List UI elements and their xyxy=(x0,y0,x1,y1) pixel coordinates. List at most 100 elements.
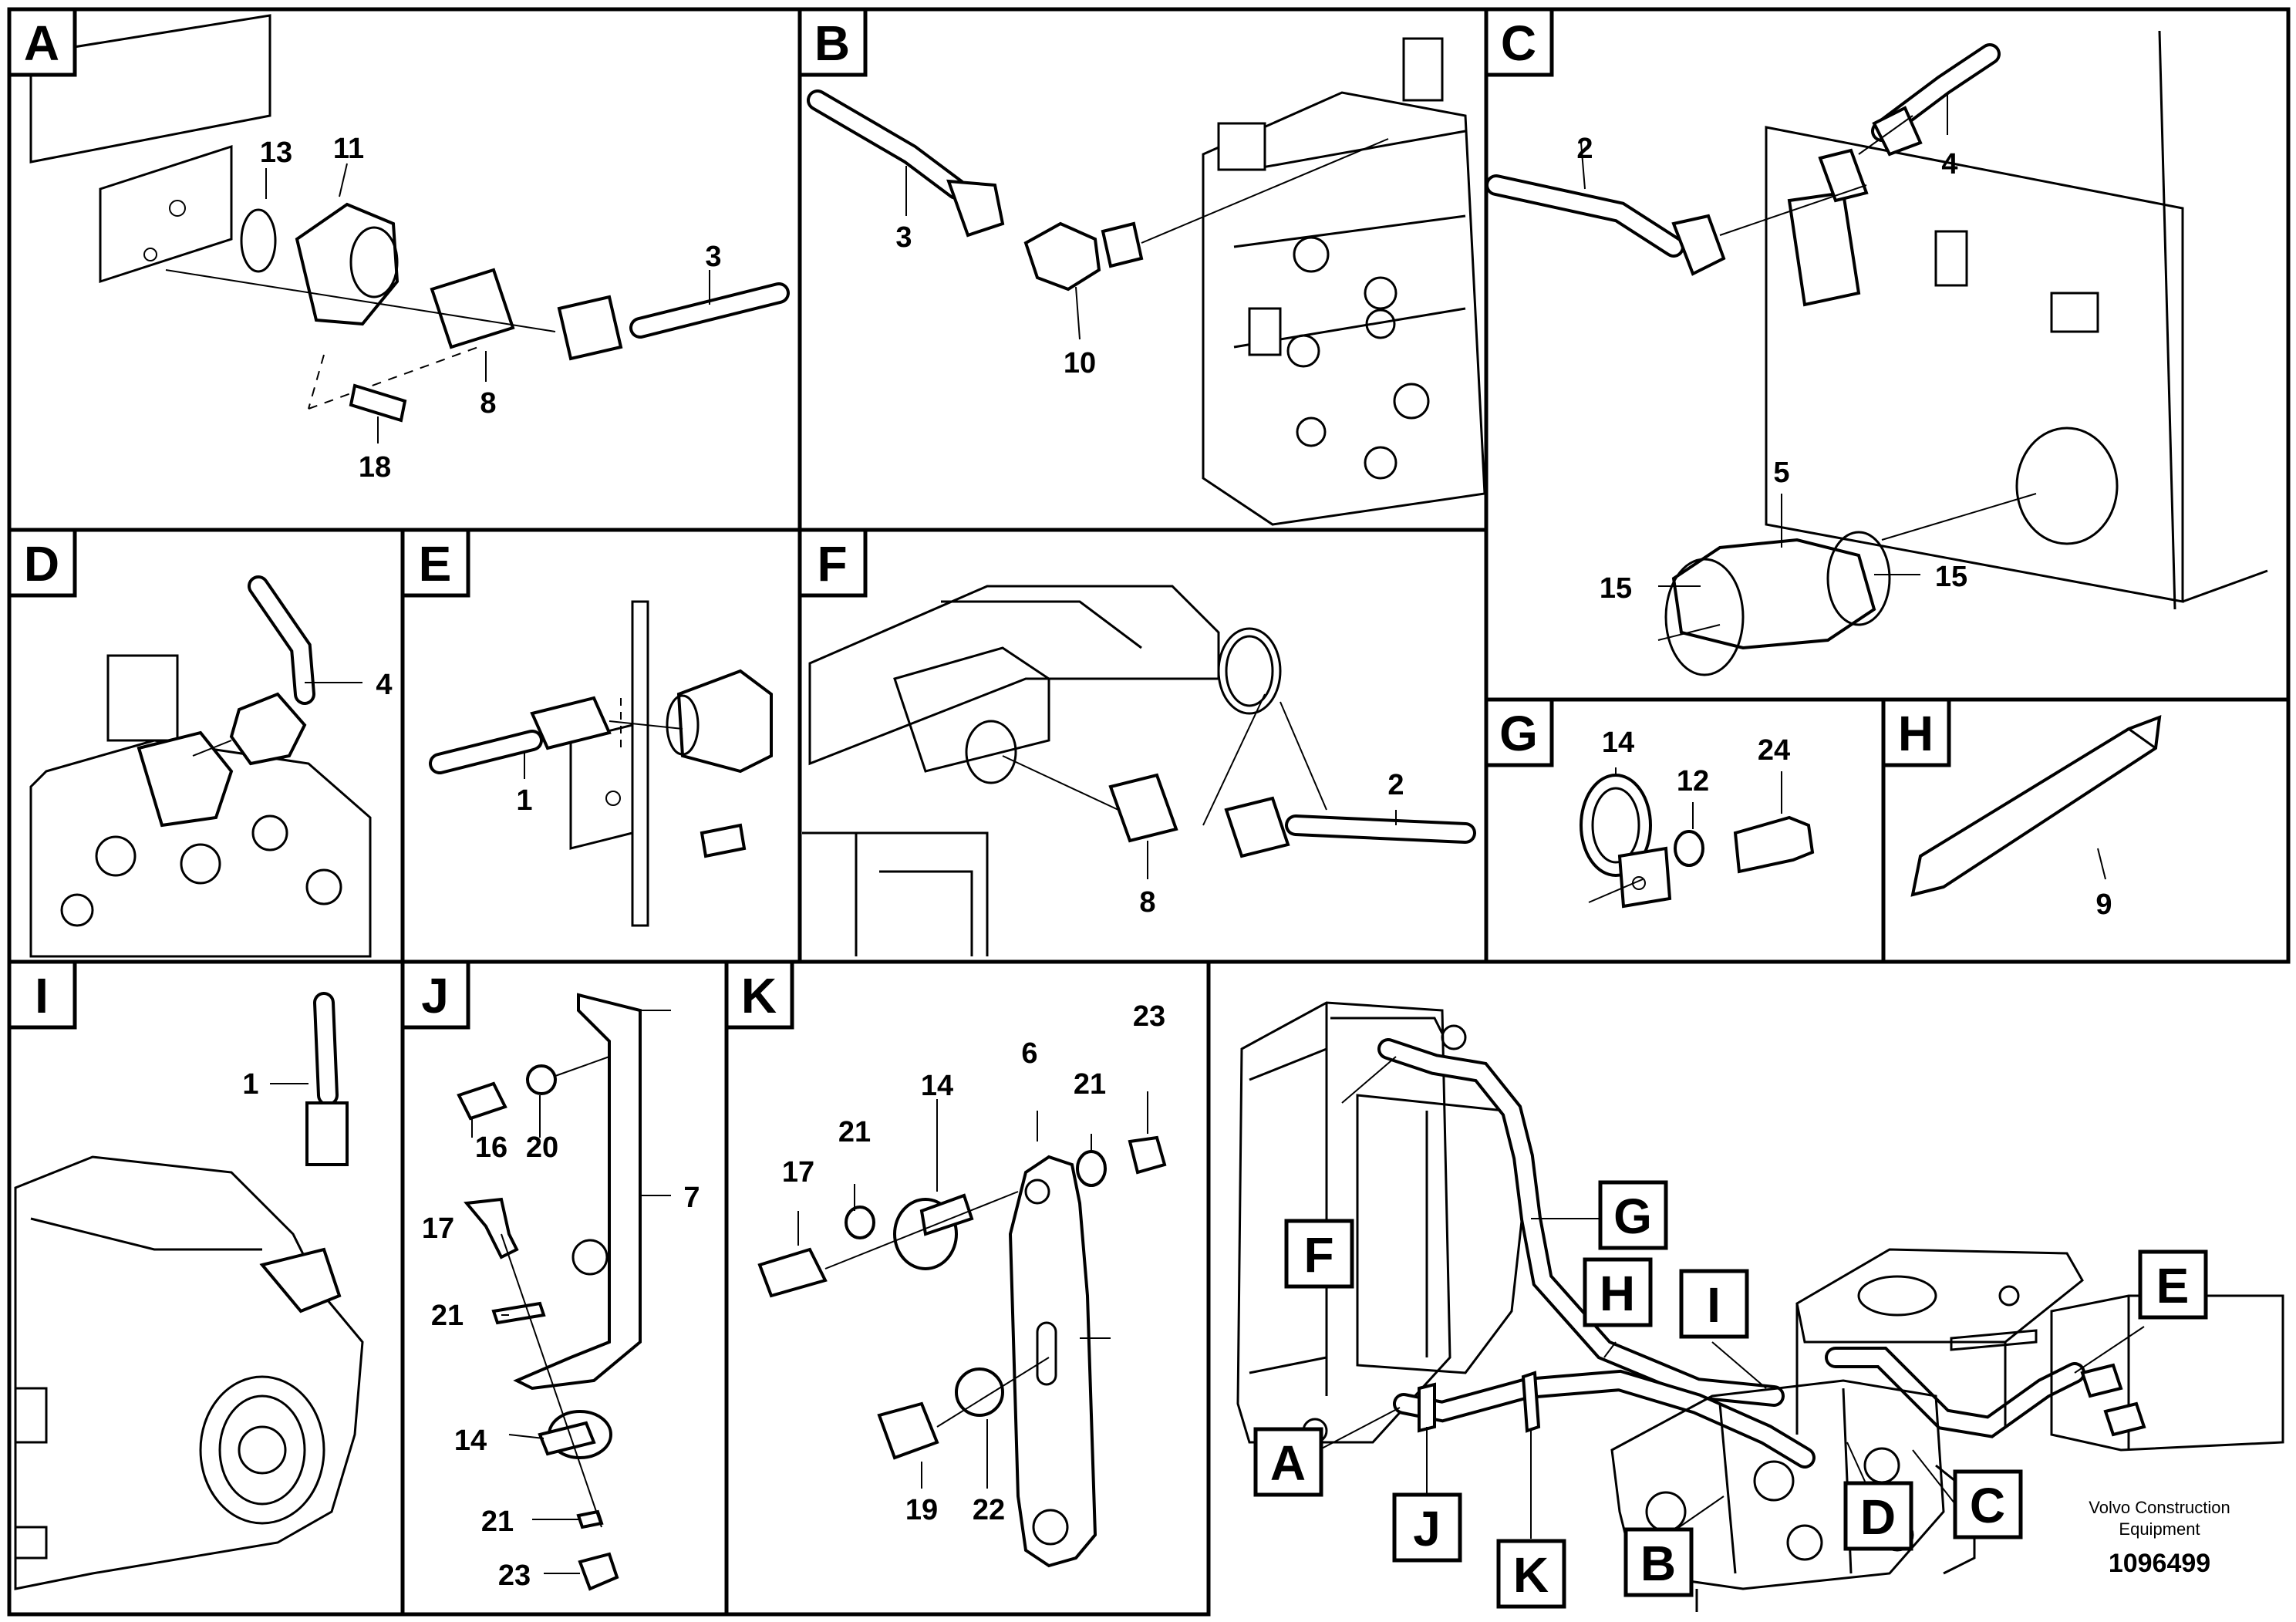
overview-label-e-box xyxy=(2138,1249,2208,1320)
overview-label-j-box xyxy=(1392,1492,1462,1563)
panel-k-callout-14: 14 xyxy=(921,1070,953,1102)
footer-brand-line1: Volvo Construction xyxy=(2089,1498,2230,1517)
panel-j-callout-20: 20 xyxy=(526,1131,558,1164)
panel-c-letter-box xyxy=(1484,7,1554,77)
overview-label-d: D xyxy=(1860,1489,1896,1545)
panel-j-callout-16: 16 xyxy=(475,1131,507,1164)
panel-k: K 23 6 21 14 21 17 19 22 xyxy=(724,959,1211,1617)
overview-label-g-box xyxy=(1598,1180,1668,1250)
panel-k-callout-6: 6 xyxy=(1021,1037,1037,1070)
panel-a-letter: A xyxy=(24,15,59,71)
panel-f: F 2 8 xyxy=(797,528,1489,964)
footer-drawing-number: 1096499 xyxy=(2109,1549,2210,1578)
footer: Volvo Construction Equipment 1096499 xyxy=(2089,1498,2230,1578)
panel-j-callout-7: 7 xyxy=(683,1182,700,1214)
panel-c-callout-2: 2 xyxy=(1576,133,1593,165)
panel-d-letter-box xyxy=(7,528,77,598)
panel-k-letter-box xyxy=(724,959,794,1030)
overview-label-f-box xyxy=(1284,1219,1354,1289)
panel-d-letter: D xyxy=(24,536,59,592)
overview-label-b: B xyxy=(1640,1536,1676,1591)
overview-label-i: I xyxy=(1707,1277,1721,1333)
panel-b-letter: B xyxy=(814,15,850,71)
panel-a-callout-18: 18 xyxy=(359,451,391,484)
panel-k-callout-21-right: 21 xyxy=(1074,1068,1106,1101)
panel-g-callout-12: 12 xyxy=(1677,765,1709,798)
panel-i-artwork xyxy=(14,992,364,1590)
panel-f-callout-2: 2 xyxy=(1387,769,1404,801)
panel-h-artwork xyxy=(1910,714,2162,897)
overview-label-i-box xyxy=(1679,1269,1749,1339)
panel-j-callout-23: 23 xyxy=(498,1560,531,1592)
overview-label-k-box xyxy=(1496,1539,1566,1609)
panel-b-frame xyxy=(797,7,1489,532)
overview-label-c: C xyxy=(1970,1478,2005,1533)
panel-k-callout-19: 19 xyxy=(905,1494,938,1526)
panel-k-artwork xyxy=(757,1091,1167,1568)
panel-c-callout-5: 5 xyxy=(1773,457,1789,489)
panel-j-letter-box xyxy=(400,959,470,1030)
panel-e-artwork xyxy=(429,600,773,927)
panel-k-callout-23: 23 xyxy=(1133,1000,1165,1033)
panel-i-letter-box xyxy=(7,959,77,1030)
panel-c-artwork xyxy=(1485,30,2268,676)
panel-h: H 9 xyxy=(1881,697,2291,964)
overview-assembly: F G H I E A J K B D C xyxy=(1236,1001,2284,1612)
panel-j-artwork xyxy=(457,993,671,1591)
panel-b: B 3 10 xyxy=(797,7,1489,532)
panel-e-callout-1: 1 xyxy=(516,784,532,817)
panel-d-callout-4: 4 xyxy=(376,669,392,701)
panel-a-callout-3: 3 xyxy=(705,241,721,273)
panel-i: I 1 xyxy=(7,959,405,1617)
panel-g: G 14 12 24 xyxy=(1484,697,1886,964)
panel-k-frame xyxy=(724,959,1211,1617)
panel-b-letter-box xyxy=(797,7,868,77)
panel-f-letter: F xyxy=(817,536,847,592)
panel-i-callout-1: 1 xyxy=(242,1068,258,1101)
panel-h-callout-9: 9 xyxy=(2095,889,2112,921)
panel-g-callout-24: 24 xyxy=(1758,734,1790,767)
panel-d: D 4 xyxy=(7,528,405,964)
panel-h-letter: H xyxy=(1898,706,1934,761)
panel-e: E 1 xyxy=(400,528,802,964)
panel-j-callout-17: 17 xyxy=(422,1212,454,1245)
panel-c-callout-15-left: 15 xyxy=(1600,572,1632,605)
panel-a-callout-11: 11 xyxy=(333,133,364,165)
panel-g-letter: G xyxy=(1499,706,1538,761)
overview-label-a-box xyxy=(1253,1427,1323,1497)
panel-j: J 16 20 7 17 21 14 21 23 xyxy=(400,959,729,1617)
panel-k-callout-17: 17 xyxy=(782,1156,814,1189)
panel-d-artwork xyxy=(29,575,372,958)
overview-label-c-box xyxy=(1953,1469,2023,1539)
panel-e-letter: E xyxy=(419,536,452,592)
panel-e-letter-box xyxy=(400,528,470,598)
panel-a: A 13 11 3 8 18 xyxy=(7,7,802,532)
panel-a-artwork xyxy=(29,14,790,443)
overview-label-h: H xyxy=(1600,1266,1635,1321)
panel-j-callout-14: 14 xyxy=(454,1425,487,1457)
panel-j-frame xyxy=(400,959,729,1617)
overview-label-g: G xyxy=(1613,1189,1652,1244)
panel-k-callout-21-left: 21 xyxy=(838,1116,871,1148)
panel-c-callout-4: 4 xyxy=(1941,148,1957,180)
overview-label-j: J xyxy=(1413,1501,1441,1556)
panel-k-callout-22: 22 xyxy=(973,1494,1005,1526)
panel-a-frame xyxy=(7,7,802,532)
panel-a-callout-13: 13 xyxy=(260,137,292,169)
panel-g-callout-14: 14 xyxy=(1602,727,1634,759)
overview-label-h-box xyxy=(1583,1257,1653,1327)
panel-c-callout-15-right: 15 xyxy=(1935,561,1967,593)
overview-label-b-box xyxy=(1623,1527,1694,1597)
panel-c-letter: C xyxy=(1501,15,1536,71)
footer-brand-line2: Equipment xyxy=(2119,1519,2200,1539)
overview-label-a: A xyxy=(1270,1435,1306,1491)
overview-label-e: E xyxy=(2156,1258,2190,1313)
panel-a-callout-8: 8 xyxy=(480,387,496,420)
panel-f-callout-8: 8 xyxy=(1139,886,1155,919)
panel-k-letter: K xyxy=(741,968,777,1023)
panel-a-letter-box xyxy=(7,7,77,77)
panel-j-callout-21-upper: 21 xyxy=(431,1300,464,1332)
panel-h-letter-box xyxy=(1881,697,1951,767)
panel-b-callout-3: 3 xyxy=(895,221,912,254)
panel-f-artwork xyxy=(802,585,1476,956)
